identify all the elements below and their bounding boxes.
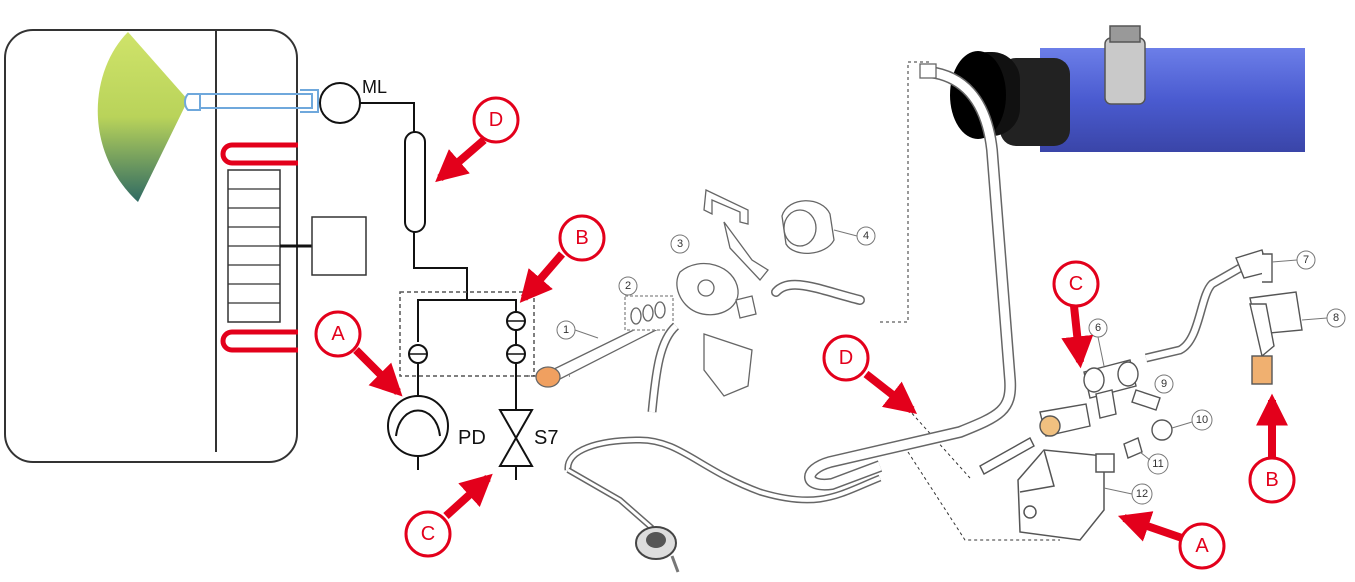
callouts: D B A C D C A B (314, 96, 1296, 570)
callout-D-left (472, 96, 520, 144)
check-valve-group-B (399, 291, 535, 377)
svg-text:D: D (489, 109, 503, 131)
part-number: 2 (625, 280, 631, 292)
valve-s7-symbol (498, 409, 534, 467)
controller-box (311, 216, 367, 276)
spray-cone (97, 32, 188, 202)
svg-text:B: B (575, 227, 588, 249)
pd-label: PD (458, 427, 486, 449)
svg-text:A: A (1195, 535, 1209, 557)
part-number: 9 (1161, 378, 1167, 390)
part-number: 12 (1136, 488, 1148, 500)
part-number-labels: 1 2 3 4 6 7 8 9 10 11 12 (556, 226, 1346, 505)
part-12-pump (1017, 449, 1115, 541)
s7-label: S7 (534, 427, 558, 449)
callout-A-right (1178, 522, 1226, 570)
part-number: 11 (1152, 458, 1163, 470)
blue-tube-assembly (950, 25, 1305, 152)
callout-B-left (558, 214, 606, 262)
part-number: 6 (1095, 322, 1101, 334)
callout-B-right (1052, 260, 1100, 308)
svg-text:D: D (839, 347, 853, 369)
part-number: 1 (563, 324, 569, 336)
heater-coil-top (220, 142, 298, 166)
part-8-valve (1249, 291, 1303, 385)
drain-hose (564, 436, 882, 504)
svg-text:B: B (1265, 469, 1278, 491)
callout-A-left (314, 310, 362, 358)
part-number: 8 (1333, 312, 1339, 324)
svg-text:C: C (421, 523, 435, 545)
callout-C-right (1248, 456, 1296, 504)
nozzle-tube (195, 93, 313, 109)
exploded-parts (535, 189, 865, 413)
callout-D-right (822, 334, 870, 382)
ml-pump-symbol (319, 82, 361, 124)
nozzle-tip (184, 93, 201, 111)
condenser-stack (227, 169, 281, 323)
svg-text:C: C (1069, 273, 1083, 295)
part-number: 4 (863, 230, 869, 242)
part-number: 10 (1196, 414, 1208, 426)
callout-C-left (404, 510, 452, 558)
schematic: ML PD S7 (4, 29, 558, 480)
part-number: 7 (1303, 254, 1309, 266)
float-sensor (635, 526, 680, 573)
accumulator-D (404, 131, 426, 233)
ml-label: ML (362, 77, 387, 97)
heater-coil-bottom (220, 329, 298, 353)
svg-text:A: A (331, 323, 345, 345)
pump-pd-symbol (387, 395, 449, 457)
part-number: 3 (677, 238, 683, 250)
check-valve-assembly-6 (979, 249, 1273, 475)
boundary-dashed (527, 61, 930, 377)
